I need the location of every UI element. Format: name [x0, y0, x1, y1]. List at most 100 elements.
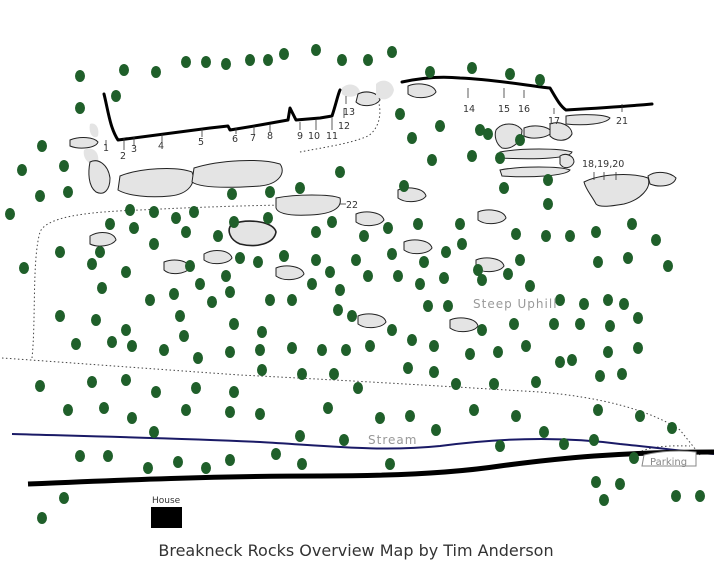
tree-icon [555, 356, 565, 368]
trail-lower [1, 357, 701, 456]
boulder [355, 211, 385, 227]
tree-icon [351, 254, 361, 266]
tree-icon [541, 230, 551, 242]
boulder [499, 166, 571, 178]
tree-icon [225, 406, 235, 418]
parking-area [641, 450, 697, 467]
tree-icon [189, 206, 199, 218]
tree-icon [335, 166, 345, 178]
tree-icon [229, 318, 239, 330]
tree-icon [651, 234, 661, 246]
tree-icon [339, 434, 349, 446]
tree-icon [579, 298, 589, 310]
tree-icon [599, 494, 609, 506]
tree-icon [127, 412, 137, 424]
tree-icon [465, 348, 475, 360]
boulder [477, 209, 507, 225]
tree-icon [521, 340, 531, 352]
tree-icon [225, 346, 235, 358]
tree-icon [181, 56, 191, 68]
tree-icon [59, 160, 69, 172]
tree-icon [363, 270, 373, 282]
tree-icon [201, 56, 211, 68]
tree-icon [441, 246, 451, 258]
cliff-east [400, 75, 654, 112]
tree-icon [297, 458, 307, 470]
route-number-8: 8 [267, 131, 273, 142]
road [27, 449, 715, 487]
tree-icon [37, 140, 47, 152]
tree-icon [265, 294, 275, 306]
cliff-west [102, 88, 342, 142]
tree-icon [503, 268, 513, 280]
boulder [549, 122, 573, 141]
tree-icon [443, 300, 453, 312]
tree-icon [311, 226, 321, 238]
tree-icon [425, 66, 435, 78]
tree-icon [595, 370, 605, 382]
tree-icon [213, 230, 223, 242]
tree-icon [495, 152, 505, 164]
tree-icon [385, 458, 395, 470]
tree-icon [121, 374, 131, 386]
tree-icon [151, 66, 161, 78]
tree-icon [375, 412, 385, 424]
tree-icon [543, 198, 553, 210]
tree-icon [227, 188, 237, 200]
tree-icon [75, 450, 85, 462]
tree-icon [221, 58, 231, 70]
route-number-17: 17 [548, 116, 560, 127]
tree-icon [17, 164, 27, 176]
tree-icon [493, 346, 503, 358]
tree-icon [229, 386, 239, 398]
tree-icon [255, 408, 265, 420]
tree-icon [327, 216, 337, 228]
tree-icon [451, 378, 461, 390]
tree-icon [207, 296, 217, 308]
tree-icon [295, 430, 305, 442]
tree-icon [633, 342, 643, 354]
tree-icon [191, 382, 201, 394]
tree-icon [323, 402, 333, 414]
route-number-5: 5 [198, 137, 204, 148]
tree-icon [341, 344, 351, 356]
boulder [342, 84, 360, 97]
tree-icon [59, 492, 69, 504]
tree-icon [325, 266, 335, 278]
tree-icon [297, 368, 307, 380]
route-number-10: 10 [308, 131, 320, 142]
boulder [89, 123, 99, 138]
tree-icon [477, 324, 487, 336]
route-number-12: 12 [338, 121, 350, 132]
tree-icon [149, 238, 159, 250]
tree-icon [279, 250, 289, 262]
tree-icon [511, 228, 521, 240]
boulder [499, 148, 573, 160]
tree-icon [179, 330, 189, 342]
route-number-7: 7 [250, 133, 256, 144]
tree-icon [63, 186, 73, 198]
tree-icon [413, 218, 423, 230]
tree-icon [149, 206, 159, 218]
route-number-3: 3 [131, 144, 137, 155]
tree-icon [399, 180, 409, 192]
tree-icon [287, 294, 297, 306]
boulder [647, 171, 677, 187]
tree-icon [627, 218, 637, 230]
tree-icon [75, 70, 85, 82]
tree-icon [695, 490, 705, 502]
tree-icon [263, 212, 273, 224]
tree-icon [435, 120, 445, 132]
tree-icon [623, 252, 633, 264]
tree-icon [511, 410, 521, 422]
tree-icon [619, 298, 629, 310]
tree-icon [635, 410, 645, 422]
tree-icon [415, 278, 425, 290]
tree-icon [603, 294, 613, 306]
map-title: Breakneck Rocks Overview Map by Tim Ande… [158, 541, 553, 560]
tree-icon [63, 404, 73, 416]
route-number-18-19-20: 18,19,20 [582, 159, 624, 170]
house [151, 507, 182, 528]
tree-icon [455, 218, 465, 230]
stream-label: Stream [368, 433, 417, 447]
